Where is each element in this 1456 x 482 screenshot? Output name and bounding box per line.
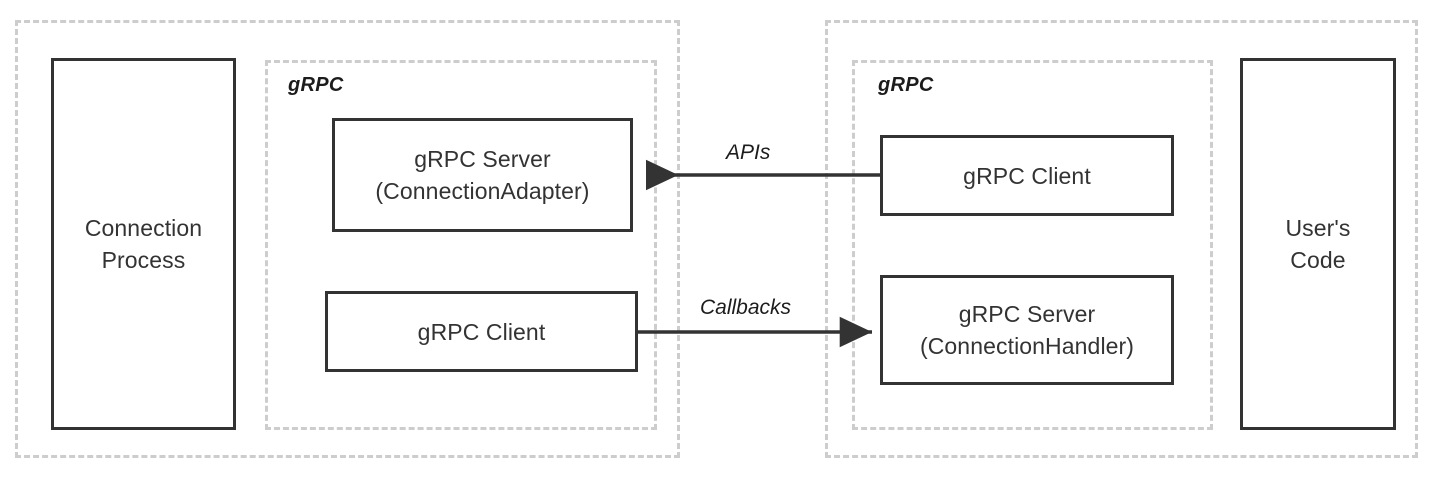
right-grpc-boundary: [852, 60, 1213, 430]
connection-process-box: Connection Process: [51, 58, 236, 430]
left-process-boundary: [15, 20, 680, 458]
left-grpc-zone-label: gRPC: [288, 74, 344, 96]
grpc-server-connection-handler-box: gRPC Server (ConnectionHandler): [880, 275, 1174, 385]
grpc-client-left-box: gRPC Client: [325, 291, 638, 372]
connection-process-label: Connection Process: [84, 215, 203, 273]
grpc-server-connection-adapter-box: gRPC Server (ConnectionAdapter): [332, 118, 633, 232]
apis-edge-label: APIs: [726, 141, 771, 164]
grpc-server-connection-adapter-label: gRPC Server (ConnectionAdapter): [375, 146, 590, 204]
users-code-label: User's Code: [1285, 215, 1351, 273]
grpc-client-left-label: gRPC Client: [417, 318, 546, 345]
right-process-boundary: [825, 20, 1418, 458]
right-grpc-zone-label: gRPC: [878, 74, 934, 96]
grpc-client-right-label: gRPC Client: [963, 162, 1091, 189]
callbacks-edge-label: Callbacks: [700, 296, 792, 319]
users-code-box: User's Code: [1240, 58, 1396, 430]
grpc-server-connection-handler-label: gRPC Server (ConnectionHandler): [919, 301, 1135, 359]
left-grpc-boundary: [265, 60, 657, 430]
grpc-client-right-box: gRPC Client: [880, 135, 1174, 216]
